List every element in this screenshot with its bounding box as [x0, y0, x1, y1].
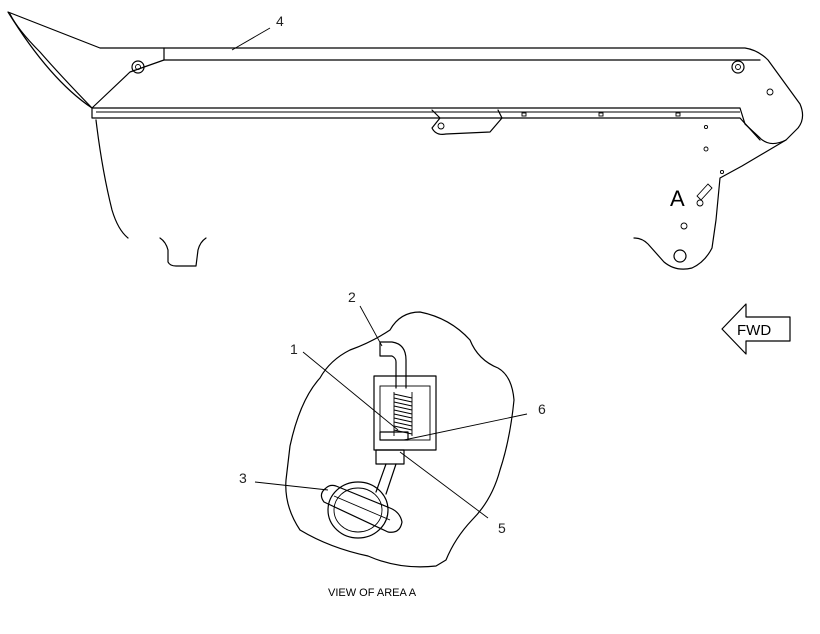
- frame-assembly: [7, 11, 804, 270]
- callout-3: 3: [239, 470, 247, 486]
- forward-arrow-icon: [721, 303, 791, 355]
- area-a-marker: A: [670, 186, 685, 211]
- callout-5: 5: [498, 520, 506, 536]
- view-caption: VIEW OF AREA A: [328, 587, 417, 599]
- forward-label: FWD: [737, 322, 771, 339]
- callout-1: 1: [290, 341, 298, 357]
- callout-4: 4: [276, 13, 284, 29]
- detail-view-area-a: [285, 311, 515, 568]
- spring: [393, 392, 413, 436]
- callout-6: 6: [538, 401, 546, 417]
- callout-2: 2: [348, 289, 356, 305]
